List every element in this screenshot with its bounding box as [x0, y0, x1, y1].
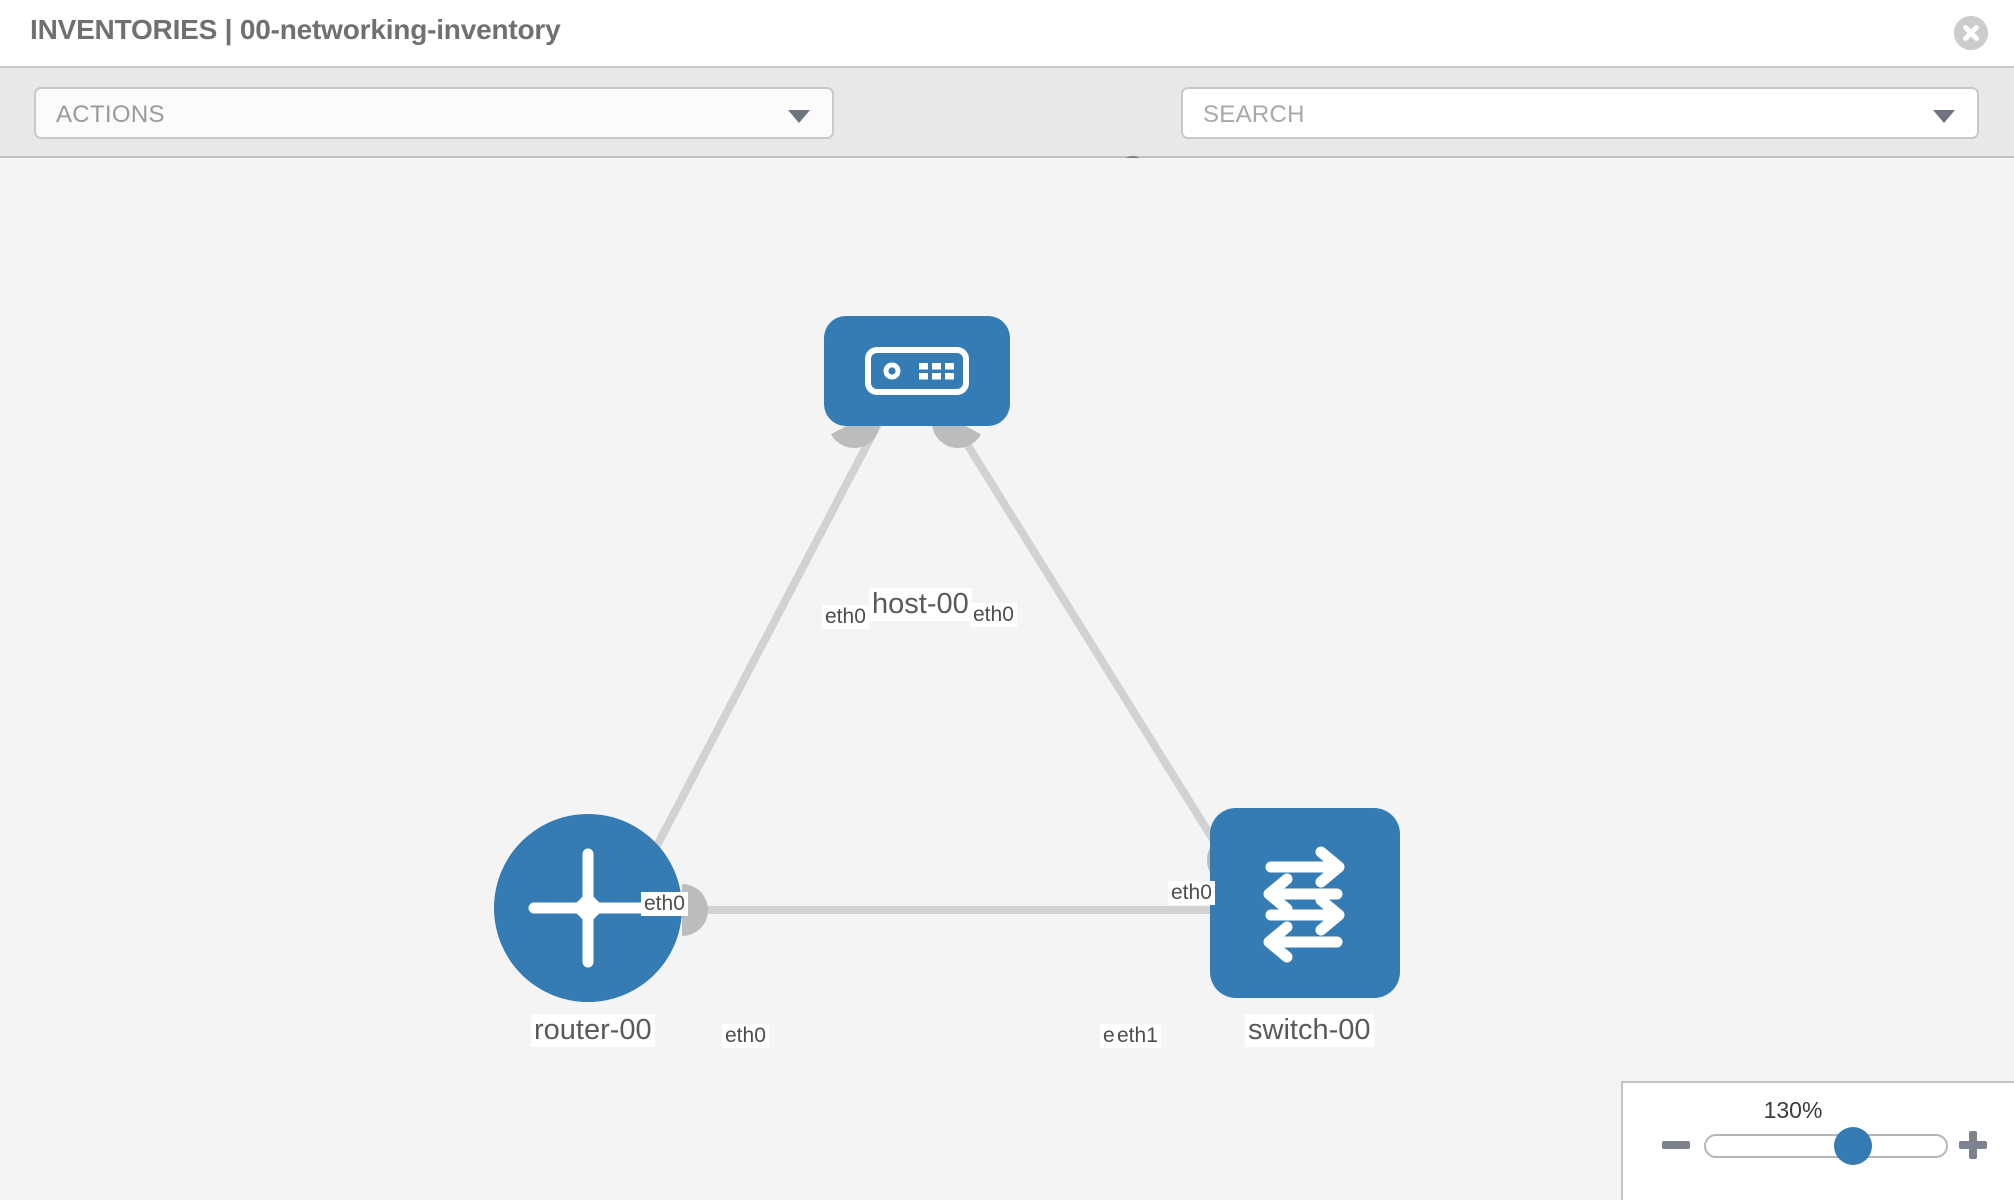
interface-label-host-left: eth0 — [822, 605, 869, 629]
page-title: INVENTORIES | 00-networking-inventory — [30, 14, 561, 45]
interface-label-switch-uplink: eth0 — [1168, 881, 1215, 905]
interface-label-router-eth0: eth0 — [722, 1024, 769, 1048]
chevron-down-icon — [1933, 110, 1955, 123]
search-input[interactable]: SEARCH — [1181, 87, 1979, 139]
node-switch-00[interactable] — [1210, 808, 1400, 998]
zoom-control-panel: 130% — [1621, 1081, 2014, 1200]
interface-label-switch-eth1: eth1 — [1114, 1024, 1161, 1048]
node-host-00[interactable] — [824, 316, 1010, 426]
toolbar: ACTIONS SEARCH — [0, 68, 2014, 196]
actions-dropdown-label: ACTIONS — [56, 101, 165, 128]
interface-stubs — [682, 409, 1259, 936]
topology-canvas[interactable]: host-00 router-00 switch-00 eth0 eth0 et… — [0, 158, 2014, 1200]
topology-edges — [636, 409, 1259, 936]
node-label-host-00: host-00 — [869, 588, 972, 621]
node-label-switch-00: switch-00 — [1245, 1014, 1374, 1047]
zoom-in-button[interactable] — [1956, 1128, 1990, 1162]
zoom-out-button[interactable] — [1659, 1128, 1693, 1162]
zoom-level-value: 130% — [1763, 1097, 1823, 1123]
node-label-router-00: router-00 — [531, 1014, 655, 1047]
close-icon[interactable] — [1954, 16, 1988, 50]
actions-dropdown[interactable]: ACTIONS — [34, 87, 834, 139]
search-placeholder: SEARCH — [1203, 101, 1305, 128]
zoom-slider-track[interactable] — [1704, 1134, 1948, 1158]
interface-label-router-uplink: eth0 — [641, 892, 688, 916]
interface-label-host-right: eth0 — [970, 603, 1017, 627]
chevron-down-icon — [788, 110, 810, 123]
node-router-00[interactable] — [494, 814, 682, 1002]
zoom-slider-thumb[interactable] — [1834, 1127, 1872, 1165]
page-header: INVENTORIES | 00-networking-inventory — [0, 0, 2014, 68]
